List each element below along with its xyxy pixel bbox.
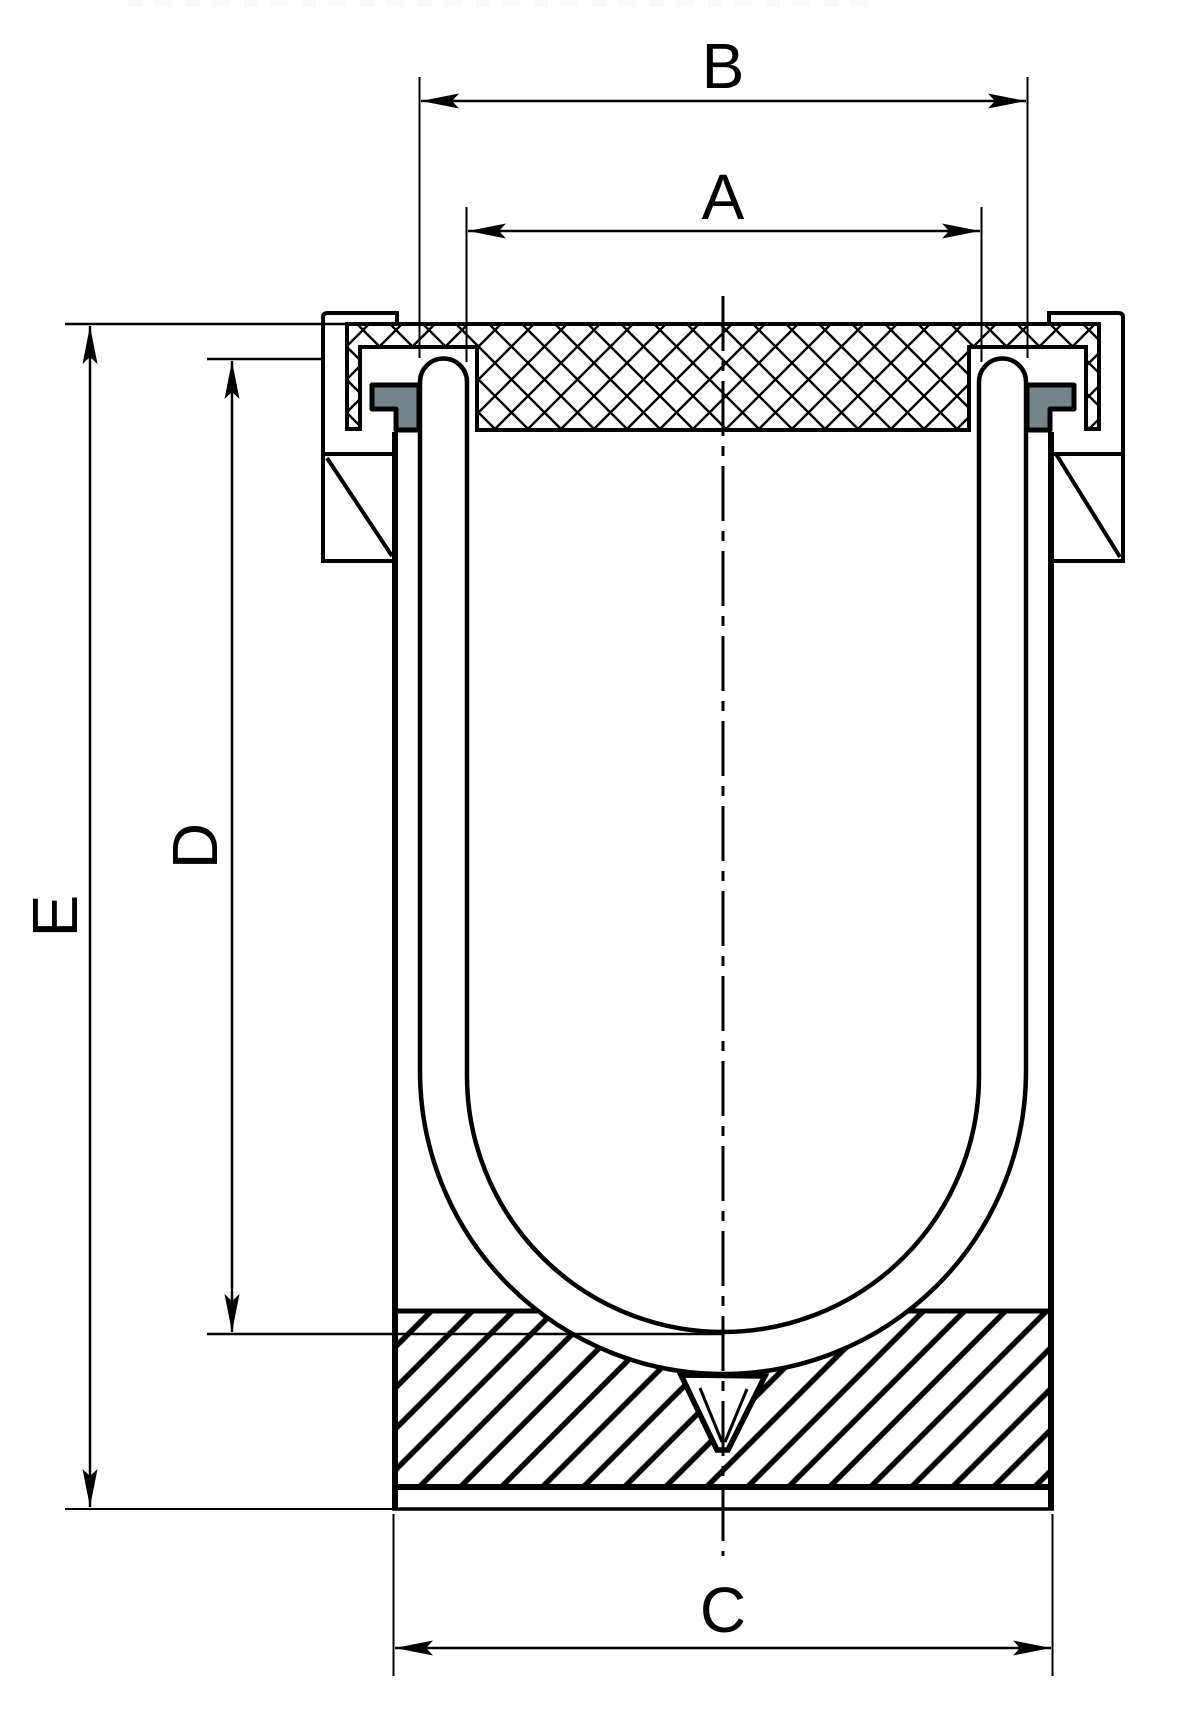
container-neck-right [1047,311,1125,563]
dimension-E: E [19,322,394,1510]
dimension-label-e: E [19,895,91,938]
inner-vessel [417,356,1029,1453]
dimension-A: A [465,161,983,362]
gasket-left [369,382,422,433]
vessel-bottom-pip-inner-lines [698,1387,749,1443]
arrowhead-left [468,223,506,239]
vessel-interior-fill [467,1076,979,1332]
dimension-label-d: D [159,823,231,869]
gasket-right [1024,382,1077,433]
arrowhead-left [395,1640,433,1656]
lid-stopper [345,322,1101,432]
arrowhead-right [988,93,1026,109]
arrowhead-top [82,326,98,364]
container-bracket-right [1051,452,1123,563]
dimension-B: B [418,30,1029,358]
arrowhead-right [942,223,980,239]
dimension-D: D [159,357,722,1336]
dimension-label-b: B [702,30,745,102]
arrowhead-left [421,93,459,109]
dimension-label-c: C [700,1574,746,1646]
dimension-label-a: A [702,161,745,233]
arrowhead-top [224,361,240,399]
dimension-C: C [392,1514,1054,1676]
container-neck-left [321,311,399,563]
vessel-wall [417,356,1029,1377]
cropped-text-artifact [128,0,873,7]
arrowhead-right [1013,1640,1051,1656]
arrowhead-bottom [82,1469,98,1507]
arrowhead-bottom [224,1294,240,1332]
container-bracket-left [323,452,395,563]
